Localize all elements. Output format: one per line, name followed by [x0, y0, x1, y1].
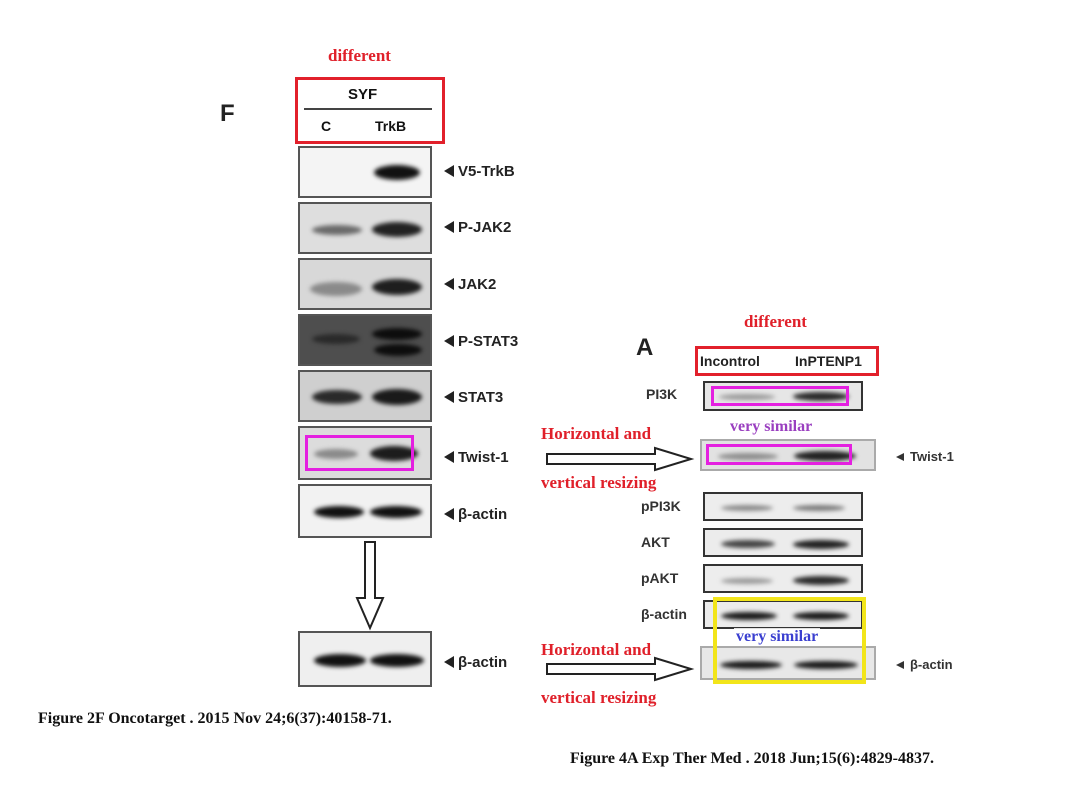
arrowhead-icon: [444, 656, 454, 668]
arrowhead-icon: [444, 391, 454, 403]
down-arrow-icon: [355, 541, 385, 631]
lane-header-highlight-right: [695, 346, 879, 376]
band-label-twist-1-right: Twist-1: [896, 449, 954, 464]
different-note-right: different: [744, 312, 807, 331]
blot-p-stat3: [298, 314, 432, 366]
blot-stat3: [298, 370, 432, 422]
caption-right: Figure 4A Exp Ther Med . 2018 Jun;15(6):…: [570, 750, 935, 767]
resize-note-1-line1: Horizontal and: [541, 424, 652, 443]
panel-letter-f: F: [220, 100, 235, 127]
arrowhead-icon: [896, 661, 904, 669]
very-similar-note-actin: very similar: [734, 628, 821, 646]
band-label-v5-trkb: V5-TrkB: [444, 163, 515, 180]
group-underline: [304, 108, 432, 110]
blot-ppi3k: [703, 492, 863, 521]
arrowhead-icon: [896, 453, 904, 461]
lane-header-highlight-left: [295, 77, 445, 144]
band-label-beta-actin-enlarged: β-actin: [444, 654, 507, 671]
band-label-stat3: STAT3: [444, 389, 503, 406]
band-label-beta-actin: β-actin: [444, 506, 507, 523]
arrowhead-icon: [444, 451, 454, 463]
right-arrow-icon: [546, 446, 695, 472]
lane-label-c: C: [321, 118, 332, 134]
blot-akt: [703, 528, 863, 557]
twist-highlight-left: [305, 435, 414, 471]
row-label-akt: AKT: [641, 534, 670, 550]
blot-beta-actin: [298, 484, 432, 538]
group-label-syf: SYF: [348, 86, 378, 103]
twist-source-highlight: [711, 386, 849, 406]
band-label-p-jak2: P-JAK2: [444, 219, 511, 236]
blot-p-jak2: [298, 202, 432, 254]
twist-highlight-right: [706, 444, 852, 465]
band-label-twist-1: Twist-1: [444, 449, 509, 466]
very-similar-note-twist: very similar: [730, 418, 813, 435]
arrowhead-icon: [444, 278, 454, 290]
lane-label-trkb: TrkB: [375, 118, 407, 134]
lane-label-inptenp1: InPTENP1: [795, 353, 862, 369]
blot-jak2: [298, 258, 432, 310]
band-label-p-stat3: P-STAT3: [444, 333, 518, 350]
arrowhead-icon: [444, 508, 454, 520]
arrowhead-icon: [444, 221, 454, 233]
row-label-beta-actin-right: β-actin: [641, 606, 687, 622]
resize-note-2-line2: vertical resizing: [541, 688, 657, 707]
row-label-pakt: pAKT: [641, 570, 679, 586]
blot-pakt: [703, 564, 863, 593]
arrowhead-icon: [444, 165, 454, 177]
actin-highlight-right: [713, 597, 866, 684]
right-arrow-icon: [546, 656, 695, 682]
arrowhead-icon: [444, 335, 454, 347]
resize-note-2-line1: Horizontal and: [541, 640, 652, 659]
blot-beta-actin-enlarged: [298, 631, 432, 687]
lane-label-incontrol: Incontrol: [700, 353, 760, 369]
band-label-beta-actin-right: β-actin: [896, 657, 953, 672]
row-label-ppi3k: pPI3K: [641, 498, 681, 514]
row-label-pi3k: PI3K: [646, 386, 678, 402]
resize-note-1-line2: vertical resizing: [541, 473, 657, 492]
different-note-left: different: [328, 46, 391, 65]
panel-letter-a: A: [636, 334, 654, 361]
band-label-jak2: JAK2: [444, 276, 496, 293]
blot-beta-actin-derived: [700, 646, 876, 680]
blot-v5-trkb: [298, 146, 432, 198]
caption-left: Figure 2F Oncotarget . 2015 Nov 24;6(37)…: [38, 710, 392, 727]
